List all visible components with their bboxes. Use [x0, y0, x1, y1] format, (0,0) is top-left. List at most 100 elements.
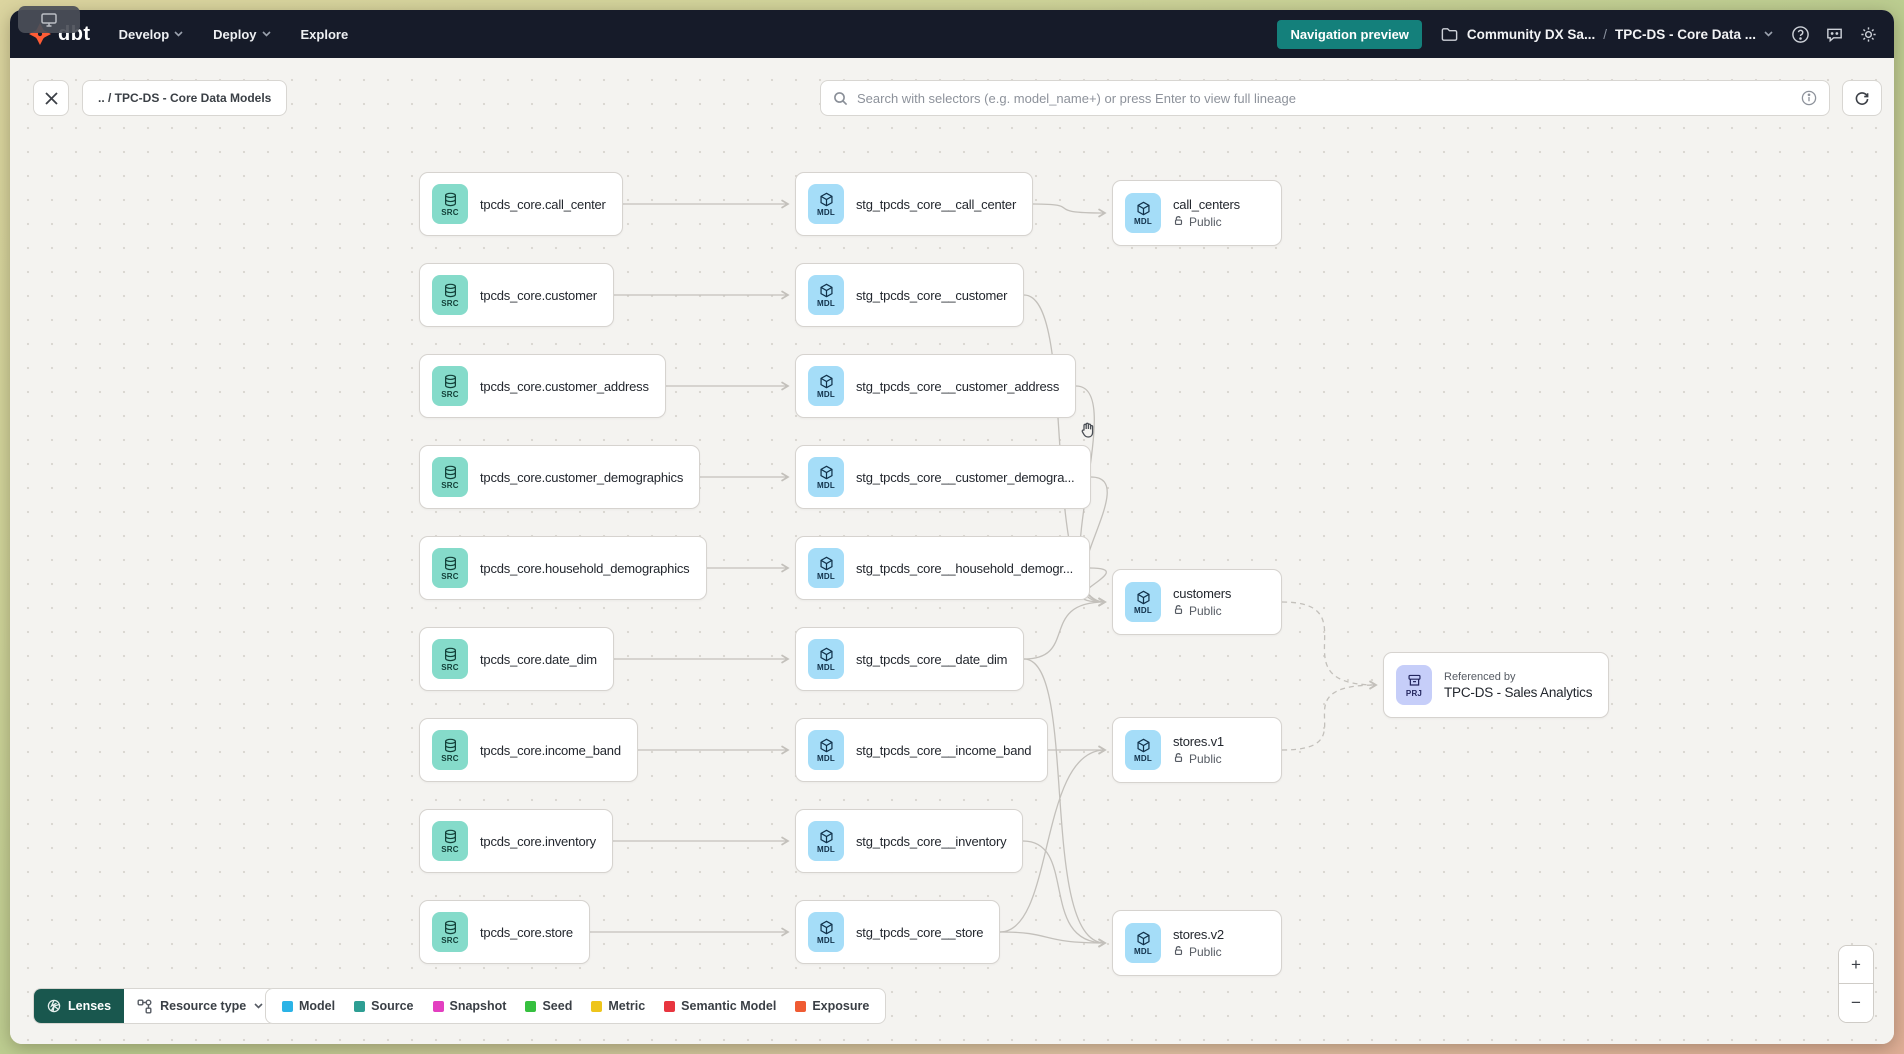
legend-item-source: Source: [354, 999, 414, 1013]
node-label: stg_tpcds_core__store: [856, 924, 984, 940]
legend-label: Snapshot: [449, 999, 507, 1013]
menu-item-deploy[interactable]: Deploy: [213, 27, 271, 42]
lineage-canvas[interactable]: .. / TPC-DS - Core Data Models SRCtpcds_…: [10, 58, 1894, 1044]
node-text: stg_tpcds_core__call_center: [856, 197, 1016, 212]
node-label: tpcds_core.customer_demographics: [480, 469, 684, 485]
legend-item-model: Model: [282, 999, 335, 1013]
legend-label: Metric: [608, 999, 646, 1013]
refresh-lineage-button[interactable]: [1842, 80, 1882, 116]
legend-label: Exposure: [812, 999, 870, 1013]
database-badge-icon: SRC: [432, 548, 468, 588]
menu-item-label: Explore: [300, 26, 349, 42]
hand-cursor: [1078, 420, 1098, 445]
chevron-down-icon: [261, 31, 271, 37]
navbar-icons: [1791, 25, 1878, 44]
legend-swatch: [354, 1000, 366, 1012]
node-text: tpcds_core.inventory: [480, 834, 596, 849]
package-badge-icon: MDL: [1125, 730, 1161, 770]
zoom-out-button[interactable]: −: [1839, 984, 1873, 1022]
account-breadcrumb[interactable]: Community DX Sa... / TPC-DS - Core Data …: [1440, 25, 1773, 44]
menu-item-develop[interactable]: Develop: [119, 27, 184, 42]
menu-item-explore[interactable]: Explore: [301, 27, 349, 42]
database-badge-icon: SRC: [432, 639, 468, 679]
help-icon[interactable]: [1791, 25, 1810, 44]
node-label: tpcds_core.date_dim: [480, 651, 597, 667]
search-input[interactable]: [857, 90, 1792, 106]
node-text: stg_tpcds_core__customer_demogra...: [856, 470, 1075, 485]
close-icon: [44, 91, 58, 105]
zoom-controls: + −: [1838, 945, 1874, 1023]
node-text: tpcds_core.customer_address: [480, 379, 649, 394]
node-label: tpcds_core.customer: [480, 287, 597, 303]
node-label: tpcds_core.income_band: [480, 742, 621, 758]
lock-open-icon: [1173, 752, 1184, 766]
node-text: tpcds_core.date_dim: [480, 652, 597, 667]
node-label: call_centers: [1173, 197, 1240, 212]
zoom-in-button[interactable]: +: [1839, 946, 1873, 984]
node-label: stores.v1: [1173, 734, 1224, 749]
graph-node-stg-tpcds-core-household-demogr-[interactable]: MDL stg_tpcds_core__household_demogr...: [795, 536, 1091, 600]
database-badge-icon: SRC: [432, 457, 468, 497]
package-badge-icon: MDL: [1125, 582, 1161, 622]
legend-swatch: [664, 1000, 676, 1012]
breadcrumb-page[interactable]: TPC-DS - Core Data ...: [1614, 26, 1756, 42]
legend-swatch: [432, 1000, 444, 1012]
chevron-down-icon: [174, 31, 183, 37]
node-label: stg_tpcds_core__income_band: [856, 742, 1032, 758]
package-badge-icon: MDL: [1125, 193, 1161, 233]
node-access: Public: [1173, 752, 1224, 766]
lineage-breadcrumb-chip[interactable]: .. / TPC-DS - Core Data Models: [82, 80, 288, 116]
package-badge-icon: MDL: [1125, 923, 1161, 963]
navigation-preview-button[interactable]: Navigation preview: [1277, 19, 1422, 49]
lenses-button[interactable]: Lenses: [34, 989, 125, 1023]
chevron-down-icon: [1764, 31, 1773, 37]
package-badge-icon: MDL: [808, 548, 844, 588]
folder-icon: [1441, 27, 1458, 41]
feedback-icon[interactable]: [1825, 25, 1844, 44]
resource-type-label: Resource type: [160, 999, 247, 1013]
graph-node-tpcds-core-call-center[interactable]: SRC tpcds_core.call_center: [419, 172, 623, 236]
package-badge-icon: MDL: [808, 912, 844, 952]
graph-node-tpcds-core-customer-demographics[interactable]: SRC tpcds_core.customer_demographics: [419, 445, 701, 509]
node-label: tpcds_core.call_center: [480, 196, 606, 212]
node-label: tpcds_core.store: [480, 924, 573, 940]
database-badge-icon: SRC: [432, 366, 468, 406]
graph-node-stg-tpcds-core-store[interactable]: MDL stg_tpcds_core__store: [795, 900, 1001, 964]
info-icon[interactable]: [1801, 90, 1817, 106]
node-text: stg_tpcds_core__income_band: [856, 743, 1031, 758]
database-badge-icon: SRC: [432, 184, 468, 224]
graph-node-tpcds-core-customer-address[interactable]: SRC tpcds_core.customer_address: [419, 354, 666, 418]
node-text: tpcds_core.customer_demographics: [480, 470, 683, 485]
node-text: stg_tpcds_core__household_demogr...: [856, 561, 1073, 576]
node-text: stg_tpcds_core__store: [856, 924, 984, 940]
close-lineage-button[interactable]: [33, 80, 69, 116]
gear-icon[interactable]: [1859, 25, 1878, 44]
breadcrumb-project[interactable]: Community DX Sa...: [1466, 26, 1596, 42]
graph-node-tpcds-core-date-dim[interactable]: SRC tpcds_core.date_dim: [419, 627, 614, 691]
node-access: Public: [1173, 604, 1231, 618]
node-text: stg_tpcds_core__customer_address: [856, 379, 1059, 394]
package-badge-icon: MDL: [808, 639, 844, 679]
node-label: stores.v2: [1173, 927, 1224, 942]
resource-type-dropdown[interactable]: Resource type: [124, 989, 277, 1023]
